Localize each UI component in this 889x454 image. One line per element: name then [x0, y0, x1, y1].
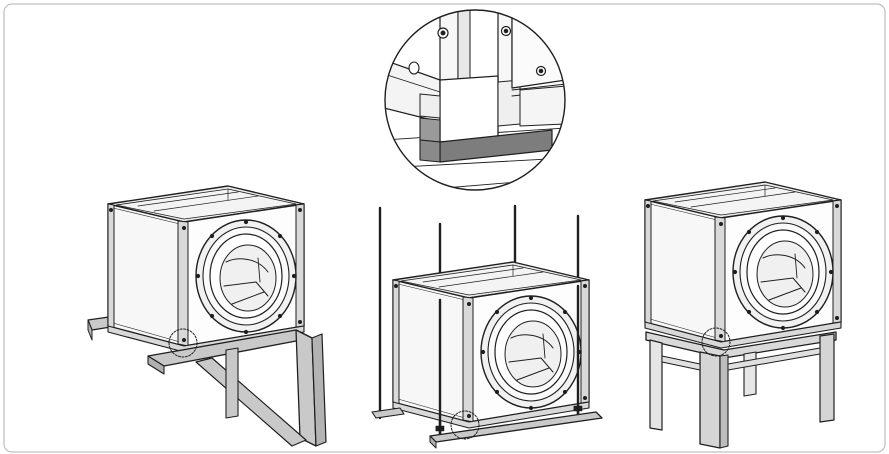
detail-marker-right — [701, 327, 731, 357]
detail-marker-center — [450, 410, 480, 440]
floor-stand-mount — [644, 181, 842, 449]
corner-detail-magnified — [384, 9, 566, 191]
wall-bracket-mount — [87, 185, 327, 447]
suspended-rod-mount — [371, 204, 603, 449]
detail-marker-left — [168, 328, 198, 358]
